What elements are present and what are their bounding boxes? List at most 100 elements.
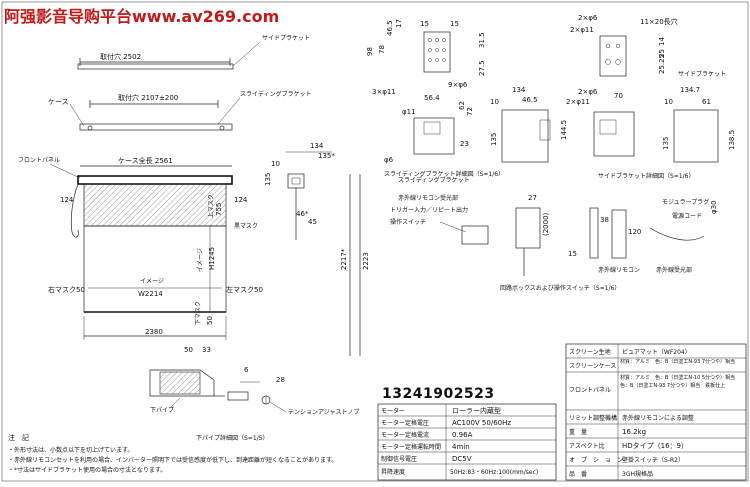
sb-dim-564: 56.4 <box>424 94 440 102</box>
note-3: ・*寸法はサイドブラケット使用の場合の寸法となります。 <box>8 466 166 474</box>
top-black-mask <box>83 183 227 227</box>
motor-val-4: DC5V <box>452 455 472 463</box>
sb-label: スライディングブラケット <box>398 176 470 184</box>
dim-755: 755 <box>215 203 223 216</box>
sbr-dim-61: 61 <box>702 98 711 106</box>
phone-number: 13241902523 <box>382 386 495 402</box>
motor-key-0: モーター <box>381 407 405 415</box>
motor-val-0: ローラー内蔵型 <box>452 406 501 415</box>
note-1: ・外形寸法は、小数点以下を切上げています。 <box>8 446 133 454</box>
dim-124-right: 124 <box>234 196 248 204</box>
lower-pipe-detail: 50 33 下パイプ 28 6 テンションアジャストノブ 下パイプ詳細図（S=1… <box>149 346 359 442</box>
sbr-detail-title: サイドブラケット詳細図（S=1/6） <box>598 172 695 180</box>
right-mask-label: 右マスク50 <box>48 285 85 294</box>
spec-key-1: スクリーンケース <box>569 363 616 370</box>
case-length-label: ケース全長 2561 <box>118 156 173 165</box>
image-vertical-label: イメージ <box>197 248 204 272</box>
ctrl-remote: 赤外線リモコン <box>598 266 640 274</box>
sbr-2x11-b: 2×φ11 <box>566 98 590 106</box>
sb-dim-1445: 144.5 <box>560 120 568 140</box>
side-dim-2217s: 2217* <box>340 248 348 270</box>
sb-dim-78: 78 <box>378 45 386 54</box>
ctrl-ir-receiver: 赤外線リモコン受光部 <box>398 194 458 202</box>
sb-hole-9x6: 9×φ6 <box>448 81 468 89</box>
ctrl-modular: モジュラープラグ <box>662 198 709 206</box>
bottom-mask-label: 下マスク <box>195 301 202 325</box>
sb-phi6: φ6 <box>384 156 394 164</box>
sliding-bracket-detail: 98 78 46.5 17 15 15 31.5 27.5 9×φ6 3×φ11… <box>366 19 568 184</box>
notes-block: 注 記 ・外形寸法は、小数点以下を切上げています。 ・赤外線リモコンセットを利用… <box>8 433 337 474</box>
motor-key-1: モーター定格電圧 <box>381 419 429 427</box>
dim-2380: 2380 <box>145 328 163 336</box>
sb-dim-17: 17 <box>395 19 403 28</box>
ctrl-dim-15: 15 <box>568 250 577 258</box>
ctrl-detail-title: 回路ボックスおよび操作スイッチ（S=1/6） <box>500 284 620 292</box>
sb-dim-465a: 46.5 <box>386 20 394 36</box>
side-dim-135s: 135* <box>318 152 335 160</box>
motor-key-2: モーター定格電流 <box>381 431 429 439</box>
spec-key-0: スクリーン生地 <box>569 348 611 356</box>
motor-val-3: 4min <box>452 443 470 451</box>
sbr-dim-1385: 138.5 <box>728 130 736 150</box>
sb-phi11: φ11 <box>402 108 416 116</box>
sbr-dim-10: 10 <box>664 98 673 106</box>
spec-key-2: フロントパネル <box>569 387 611 394</box>
side-dim-2223: 2223 <box>362 252 370 270</box>
sb-dim-15a: 15 <box>420 20 429 28</box>
sbr-dim-70: 70 <box>614 92 623 100</box>
sbr-label: サイドブラケット <box>678 70 726 78</box>
ctrl-phi30: φ30 <box>710 200 718 214</box>
notes-title: 注 記 <box>8 433 29 442</box>
top-mask-vertical-label: 上マスク <box>207 194 215 218</box>
spec-key-3: リミット調整機構 <box>569 414 617 422</box>
dim-50-bottom: 50 <box>206 316 214 325</box>
sb-dim-465b: 46.5 <box>522 96 538 104</box>
spec-val-1: 材質：アルミ 色：B（日塗工N-93 7分つや）相当 <box>620 359 736 365</box>
ctrl-dim-38: 38 <box>600 216 609 224</box>
spec-key-7: 品 番 <box>569 471 587 478</box>
black-mask-label: 黒マスク <box>234 223 258 230</box>
motor-key-3: モーター定格運転時間 <box>381 443 441 451</box>
image-horizontal-label: イメージ <box>140 278 164 285</box>
side-dim-134: 134 <box>310 142 324 150</box>
sbr-dim-25: 25 <box>658 49 666 58</box>
tension-adjust-label: テンションアジャストノブ <box>288 408 359 416</box>
case-label: ケース <box>48 98 69 106</box>
sb-dim-72: 72 <box>466 107 474 116</box>
side-bracket-detail: 2×φ6 2×φ11 11×20長穴 14 25 25.25 2×φ6 2×φ1… <box>566 14 736 180</box>
spec-val-3: 赤外線リモコンによる調整 <box>622 414 694 422</box>
sbr-dim-1347: 134.7 <box>680 86 700 94</box>
sb-dim-275: 27.5 <box>478 60 486 76</box>
sbr-2x6-b: 2×φ6 <box>578 88 598 96</box>
note-2: ・赤外線リモコンセットを利用の場合、インバーター照明下では受信感度が低下し、到達… <box>8 456 337 464</box>
motor-key-5: 昇降速度 <box>381 468 405 476</box>
side-dim-45: 45 <box>308 218 317 226</box>
sbr-long-hole: 11×20長穴 <box>640 17 678 26</box>
dim-h1245: H1245 <box>208 247 216 270</box>
control-box-detail: 赤外線リモコン受光部 トリガー入力／リピート出力 操作スイッチ 27 (2000… <box>390 194 718 292</box>
pipe-dim-6: 6 <box>244 366 249 374</box>
sbr-2x6: 2×φ6 <box>578 14 598 22</box>
spec-val-7: 3GH規格品 <box>622 470 653 478</box>
spec-key-4: 重 量 <box>569 428 587 436</box>
side-view: 10 134 135* 135 46* 45 2217* 2223 <box>264 142 370 356</box>
spec-val-5: HDタイプ（16：9） <box>622 441 688 450</box>
side-bracket-label: サイドブラケット <box>262 34 310 42</box>
image-area <box>83 225 227 313</box>
side-dim-10: 10 <box>271 160 280 168</box>
watermark-text: 阿强影音导购平台www.av269.com <box>4 7 279 26</box>
ctrl-receiver2: 赤外線受光部 <box>656 266 692 274</box>
spec-val-0: ピュアマット（WF204） <box>622 349 691 356</box>
sbr-dim-135: 135 <box>662 137 670 150</box>
sbr-2x11: 2×φ11 <box>570 26 594 34</box>
sb-dim-15b: 15 <box>450 20 459 28</box>
sb-dim-23: 23 <box>460 140 469 148</box>
motor-spec-table: モーター ローラー内蔵型 モーター定格電圧 AC100V 50/60Hz モータ… <box>377 403 557 481</box>
side-dim-46s: 46* <box>296 210 309 218</box>
motor-val-2: 0.96A <box>452 431 473 439</box>
dim-w2214: W2214 <box>138 290 163 298</box>
spec-val-2: 材質：アルミ 色：B（日塗工N-10 5分つや）相当 色：B（日塗工N-93 7… <box>620 375 741 389</box>
motor-val-1: AC100V 50/60Hz <box>452 419 511 427</box>
